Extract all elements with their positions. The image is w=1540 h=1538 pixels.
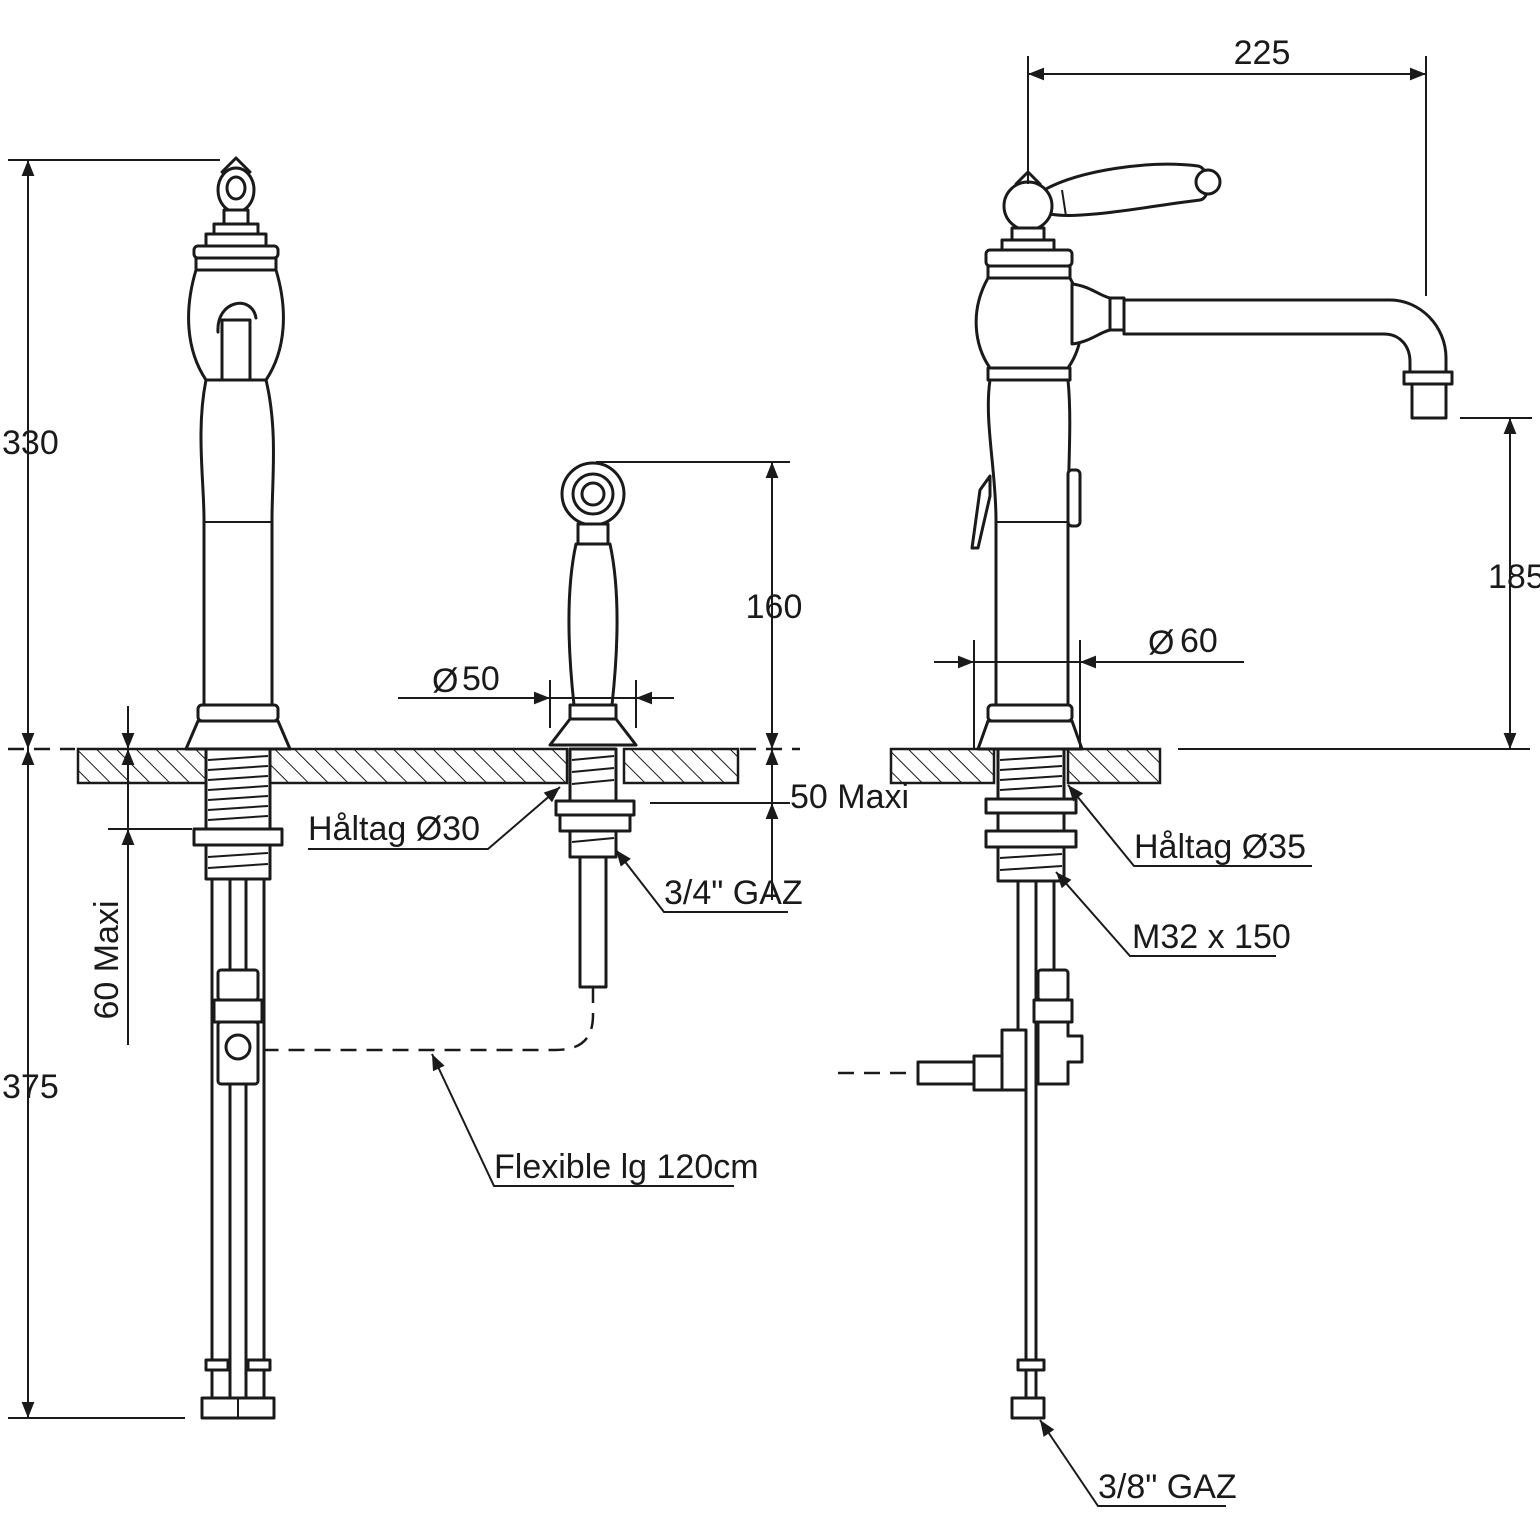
callout-gaz-3-8: 3/8" GAZ bbox=[1098, 1468, 1237, 1506]
thread-lines-left bbox=[207, 755, 269, 821]
dimension-labels: 330 375 60 Maxi Ø 50 160 50 Maxi 225 185… bbox=[2, 34, 1540, 1106]
faucet-side-view bbox=[838, 162, 1454, 1420]
dim-60-maxi-label: 60 Maxi bbox=[88, 900, 126, 1019]
callout-hole-35: Håltag Ø35 bbox=[1134, 828, 1306, 866]
dimension-lines bbox=[8, 56, 1532, 1419]
callout-m32-thread: M32 x 150 bbox=[1132, 918, 1291, 956]
dim-160-label: 160 bbox=[746, 588, 803, 626]
callout-flexible-hose: Flexible lg 120cm bbox=[494, 1148, 759, 1186]
callout-gaz-3-4: 3/4" GAZ bbox=[664, 874, 803, 912]
dim-60-diameter-symbol: Ø bbox=[1148, 624, 1174, 662]
dim-50-diameter-symbol: Ø bbox=[432, 662, 458, 700]
dim-50-label: 50 bbox=[462, 660, 500, 698]
callout-leaders bbox=[308, 784, 1312, 1507]
dim-330-label: 330 bbox=[2, 424, 59, 462]
dim-185-label: 185 bbox=[1488, 558, 1540, 596]
dim-225-label: 225 bbox=[1234, 34, 1291, 72]
faucet-front-view bbox=[184, 156, 292, 1420]
callout-hole-30: Håltag Ø30 bbox=[308, 810, 480, 848]
hand-spray-view bbox=[262, 461, 638, 1052]
callout-labels: Håltag Ø30 3/4" GAZ Flexible lg 120cm Hå… bbox=[308, 810, 1306, 1506]
dim-50-maxi-label: 50 Maxi bbox=[790, 778, 909, 816]
dim-375-label: 375 bbox=[2, 1068, 59, 1106]
countertop bbox=[8, 747, 1530, 785]
dim-60-label: 60 bbox=[1180, 622, 1218, 660]
